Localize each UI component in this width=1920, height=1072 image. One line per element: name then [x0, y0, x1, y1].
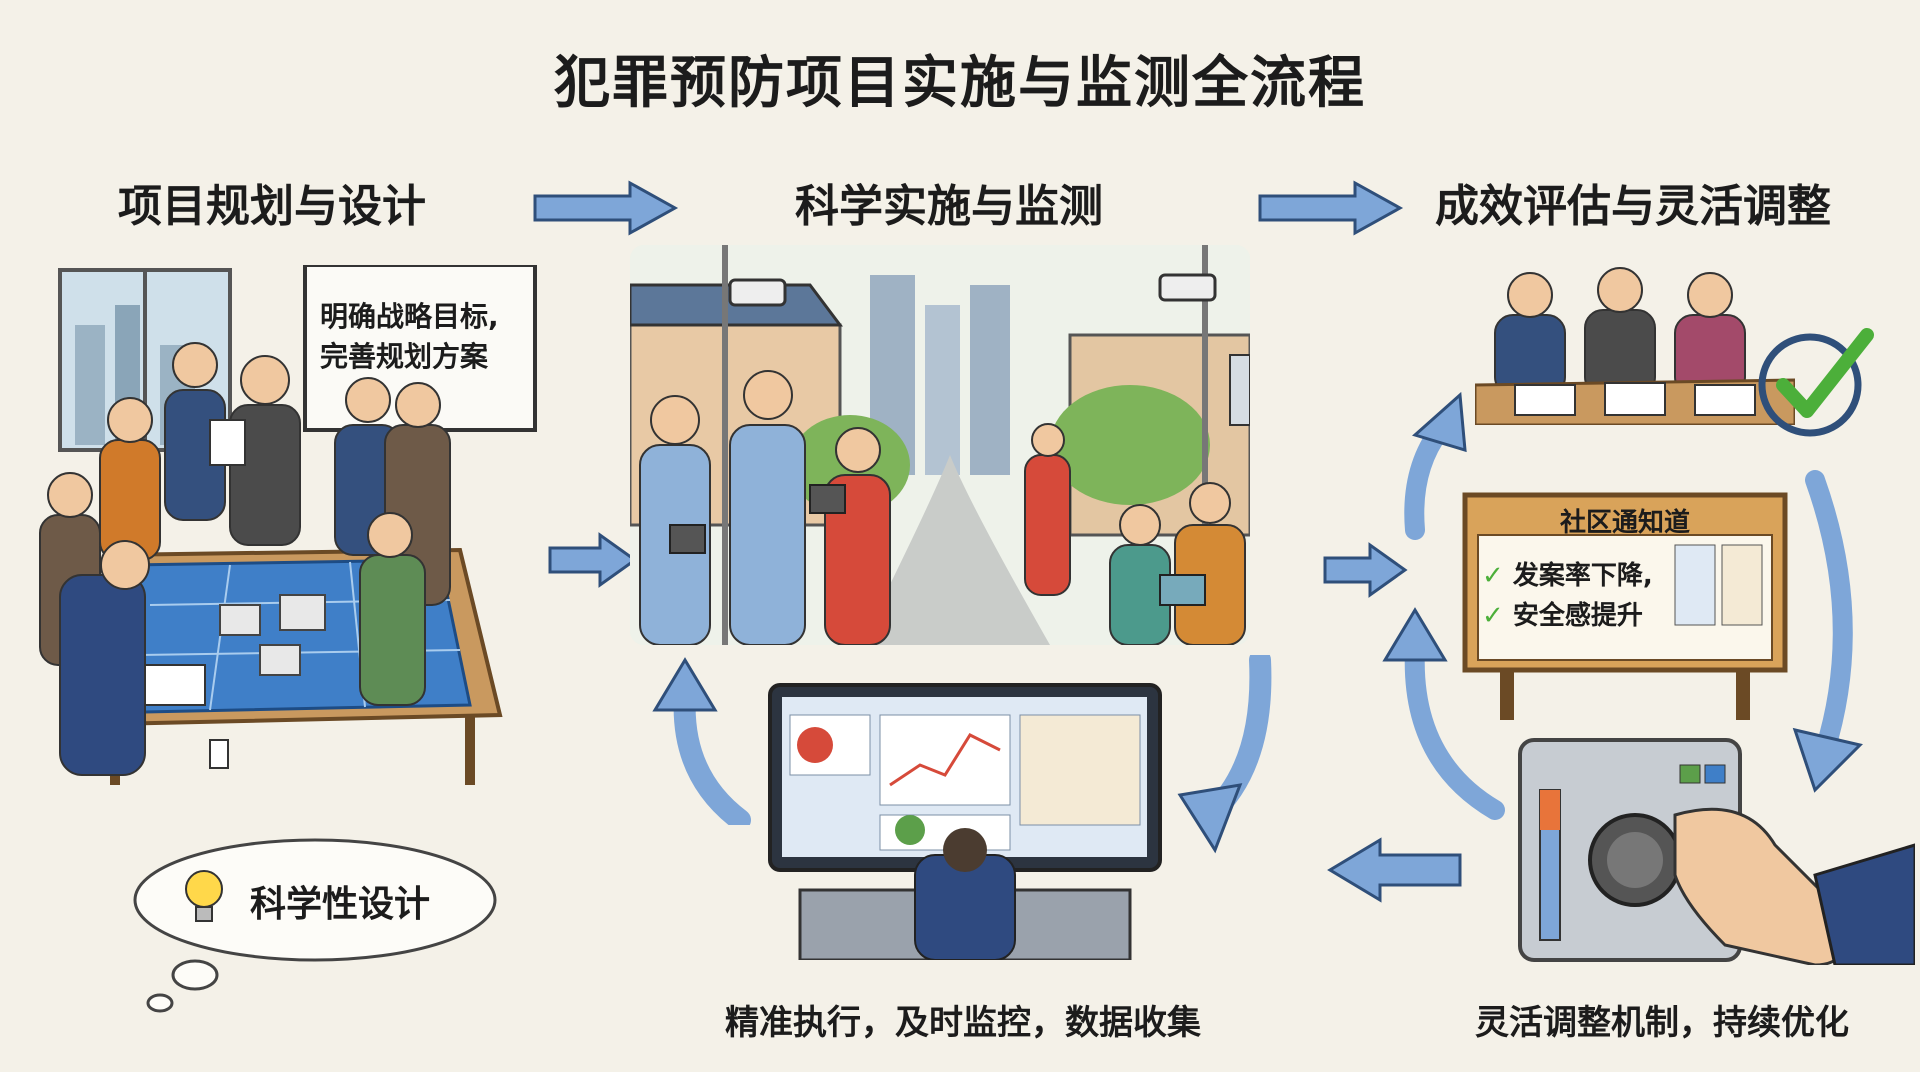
check-icon: ✓: [1482, 601, 1504, 631]
control-dial-illustration: [1515, 735, 1915, 965]
arrow-right-icon: [1323, 542, 1408, 598]
stage-heading-evaluation: 成效评估与灵活调整: [1435, 181, 1831, 232]
stage-heading-implementation: 科学实施与监测: [795, 181, 1103, 232]
page-title: 犯罪预防项目实施与监测全流程: [554, 51, 1366, 116]
check-icon: [1755, 325, 1875, 445]
curved-arrow-up-icon: [1382, 607, 1505, 820]
curved-arrow-down-icon: [1177, 655, 1272, 854]
whiteboard-text-line1: 明确战略目标,: [320, 300, 499, 333]
arrow-right-icon: [1258, 180, 1404, 236]
arrow-right-icon: [533, 180, 679, 236]
lightbulb-icon: [180, 865, 228, 929]
notice-item: ✓ 发案率下降,: [1482, 561, 1653, 591]
arrow-left-icon: [1327, 837, 1462, 903]
stage-heading-planning: 项目规划与设计: [118, 181, 426, 232]
planning-meeting-illustration: 明确战略目标, 完善规划方案: [30, 265, 550, 785]
notice-board-title: 社区通知道: [1559, 508, 1690, 538]
caption-evaluation: 灵活调整机制，持续优化: [1475, 1003, 1849, 1043]
check-icon: ✓: [1482, 561, 1504, 591]
monitoring-station-illustration: [760, 675, 1170, 960]
notice-board: 社区通知道 ✓ 发案率下降, ✓ 安全感提升: [1460, 490, 1790, 720]
caption-implementation: 精准执行，及时监控，数据收集: [725, 1003, 1201, 1043]
curved-arrow-up-icon: [652, 657, 751, 825]
arrow-right-icon: [548, 532, 638, 588]
evaluation-meeting-illustration: [1475, 265, 1795, 425]
community-patrol-illustration: [630, 245, 1250, 645]
thought-bubble-label: 科学性设计: [250, 884, 431, 925]
curved-arrow-down-icon: [1792, 470, 1863, 793]
whiteboard-text-line2: 完善规划方案: [320, 340, 489, 373]
curved-arrow-up-icon: [1404, 391, 1467, 540]
notice-item: ✓ 安全感提升: [1482, 601, 1643, 631]
thought-bubble: 科学性设计: [125, 835, 505, 1015]
